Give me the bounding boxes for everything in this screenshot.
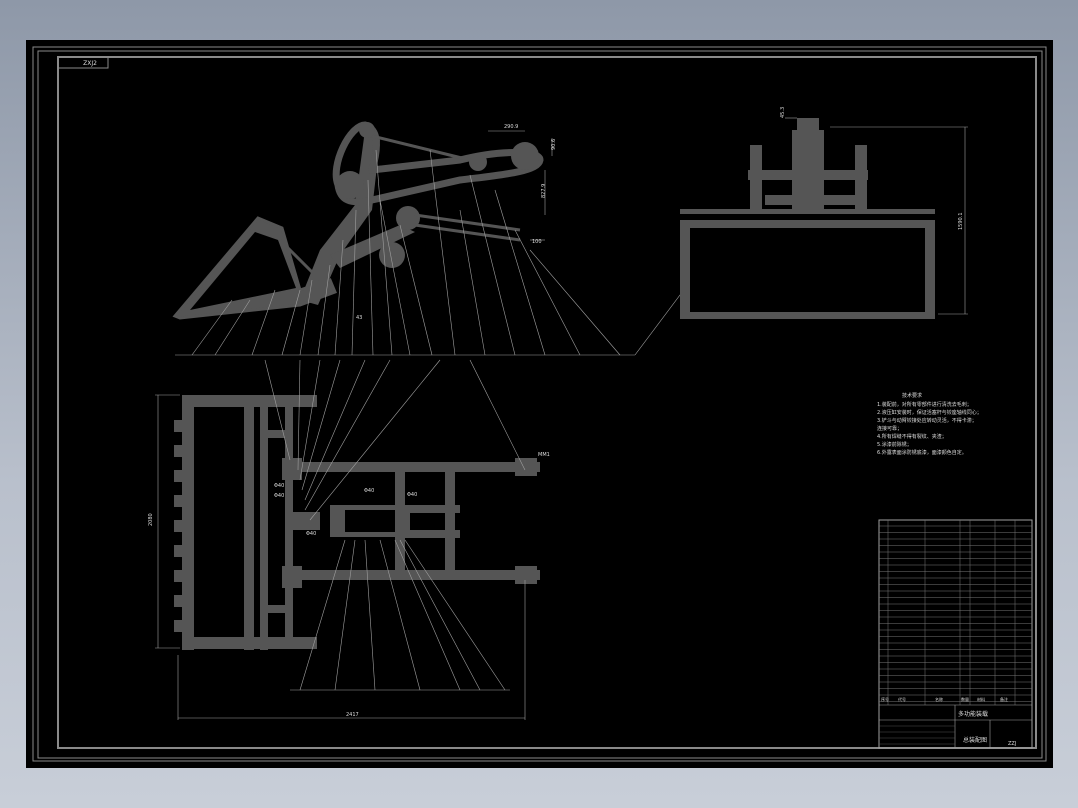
hydraulic-cylinders [278,134,521,282]
boom-arm [300,128,380,305]
svg-text:MM1: MM1 [538,452,550,458]
svg-text:2417: 2417 [346,712,359,718]
svg-text:45.3: 45.3 [780,107,786,118]
front-dimension-labels: 1590.1 45.3 [780,107,964,230]
pivot-rear [511,142,539,170]
pivot-mid [336,171,364,199]
tech-req-line: 1.装配前，对所有零部件进行清洗去毛刺； [877,401,972,408]
svg-text:材料: 材料 [977,696,985,702]
svg-text:名称: 名称 [935,696,943,702]
side-view: 290.9 90.6 827.9 100 43 [172,121,741,356]
svg-text:数量: 数量 [961,696,969,702]
front-dim-lines [785,117,968,315]
top-leader-lines [155,359,526,720]
tech-req-line: 连接可靠； [877,425,902,432]
tech-req-line: 4.所有焊缝不得有裂纹、夹渣； [877,433,947,440]
parts-header: 序号 代号 名称 数量 材料 备注 [881,696,1008,702]
svg-text:1590.1: 1590.1 [958,213,964,231]
svg-text:Φ40: Φ40 [364,488,374,494]
title-block-subtitle: 总装配图 [963,736,987,744]
pivot-lower2 [379,242,405,268]
svg-text:Φ40: Φ40 [407,492,417,498]
svg-text:Φ40: Φ40 [274,483,284,489]
svg-text:827.9: 827.9 [541,184,547,198]
sheet-border [32,46,1047,762]
svg-text:100: 100 [532,239,542,245]
tech-req-title: 技术要求 [902,392,922,399]
svg-text:ZXJ2: ZXJ2 [83,60,97,67]
svg-text:290.9: 290.9 [504,124,518,130]
tech-req-line: 2.液压缸安装时，保证活塞杆与铰座轴线同心； [877,409,982,416]
svg-text:Φ40: Φ40 [274,493,284,499]
sheet-code-box: ZXJ2 [57,56,109,69]
svg-text:43: 43 [356,315,362,321]
pivot-cylinder [469,153,487,171]
side-dimension-labels: 290.9 90.6 827.9 100 43 [356,124,557,321]
top-bucket [174,395,317,650]
parts-list: 序号 代号 名称 数量 材料 备注 [878,519,1033,749]
pivot-lower [396,206,420,230]
tech-req-line: 3.铲斗与动臂铰接处应转动灵活，不得卡滞； [877,417,977,424]
pivot-top [359,122,375,138]
front-view: 1590.1 45.3 [680,107,968,319]
svg-text:90.6: 90.6 [551,139,557,150]
side-leader-lines [175,130,741,356]
svg-text:Φ40: Φ40 [306,531,316,537]
top-view: 2080 2417 MM1 Φ40 Φ40 Φ40 Φ40 Φ40 [148,359,550,720]
technical-requirements: 技术要求 1.装配前，对所有零部件进行清洗去毛刺； 2.液压缸安装时，保证活塞杆… [877,392,982,456]
tech-req-line: 6.外露表面涂防锈底漆，面漆颜色自定。 [877,449,967,456]
top-dimension-labels: 2080 2417 MM1 Φ40 Φ40 Φ40 Φ40 Φ40 [148,452,550,718]
front-frame [748,118,868,213]
tech-req-line: 5.涂漆前除锈； [877,441,912,448]
drawing-number: ZZJ [1008,741,1016,747]
title-block-title: 多功能装载 [958,710,988,718]
svg-text:备注: 备注 [1000,696,1008,702]
svg-text:序号: 序号 [881,696,889,702]
svg-text:代号: 代号 [898,696,906,702]
title-block: 多功能装载 总装配图 ZZJ [879,704,1032,748]
svg-text:2080: 2080 [148,513,154,526]
